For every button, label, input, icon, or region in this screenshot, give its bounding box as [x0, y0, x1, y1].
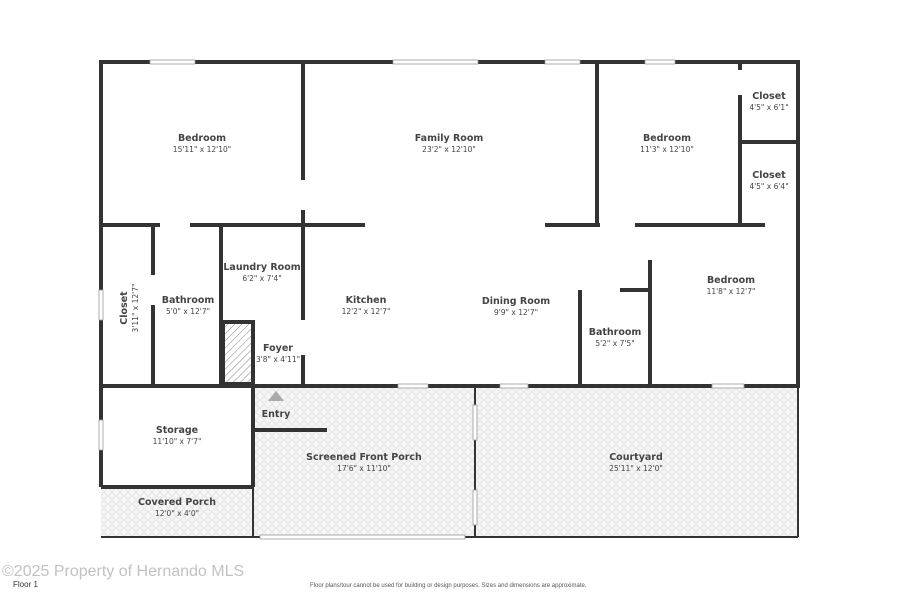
room-dims: 6'2" x 7'4" — [242, 274, 281, 283]
courtyard-floor — [475, 386, 798, 537]
room-dims: 5'2" x 7'5" — [595, 339, 634, 348]
room-dims: 3'11" x 12'7" — [131, 284, 140, 333]
room-name: Courtyard — [609, 452, 663, 463]
room-dims: 12'2" x 12'7" — [342, 307, 391, 316]
floor-label: Floor 1 — [13, 580, 38, 589]
entry-label: Entry — [262, 409, 291, 420]
room-name: Bedroom — [178, 133, 226, 144]
screened-porch-floor — [253, 386, 475, 537]
room-dims: 3'8" x 4'11" — [256, 355, 300, 364]
room-dims: 4'5" x 6'4" — [749, 182, 788, 191]
room-name: Dining Room — [482, 296, 550, 307]
room-dims: 11'10" x 7'7" — [153, 437, 202, 446]
room-name: Bathroom — [162, 295, 215, 306]
room-dims: 4'5" x 6'1" — [749, 103, 788, 112]
room-dims: 23'2" x 12'10" — [422, 145, 476, 154]
room-name: Closet — [119, 291, 130, 325]
room-name: Laundry Room — [223, 262, 300, 273]
room-dims: 12'0" x 4'0" — [155, 509, 199, 518]
chimney-hatch — [223, 322, 253, 384]
room-name: Screened Front Porch — [306, 452, 422, 463]
room-name: Storage — [156, 425, 198, 436]
room-name: Bedroom — [643, 133, 691, 144]
watermark: ©2025 Property of Hernando MLS — [2, 563, 245, 580]
room-dims: 5'0" x 12'7" — [166, 307, 210, 316]
covered-porch-floor — [101, 487, 253, 537]
room-name: Closet — [752, 91, 786, 102]
windows — [98, 59, 745, 540]
room-dims: 15'11" x 12'10" — [173, 145, 231, 154]
room-dims: 11'3" x 12'10" — [640, 145, 694, 154]
entry-arrow-icon — [268, 391, 284, 401]
room-name: Bathroom — [589, 327, 642, 338]
room-dims: 17'6" x 11'10" — [337, 464, 391, 473]
room-dims: 9'9" x 12'7" — [494, 308, 538, 317]
room-name: Covered Porch — [138, 497, 216, 508]
room-name: Bedroom — [707, 275, 755, 286]
room-dims: 25'11" x 12'0" — [609, 464, 663, 473]
room-name: Closet — [752, 170, 786, 181]
disclaimer: Floor plans/tour cannot be used for buil… — [310, 583, 587, 589]
room-name: Foyer — [263, 343, 293, 354]
room-dims: 11'8" x 12'7" — [707, 287, 756, 296]
room-name: Kitchen — [346, 295, 387, 306]
room-name: Family Room — [415, 133, 484, 144]
